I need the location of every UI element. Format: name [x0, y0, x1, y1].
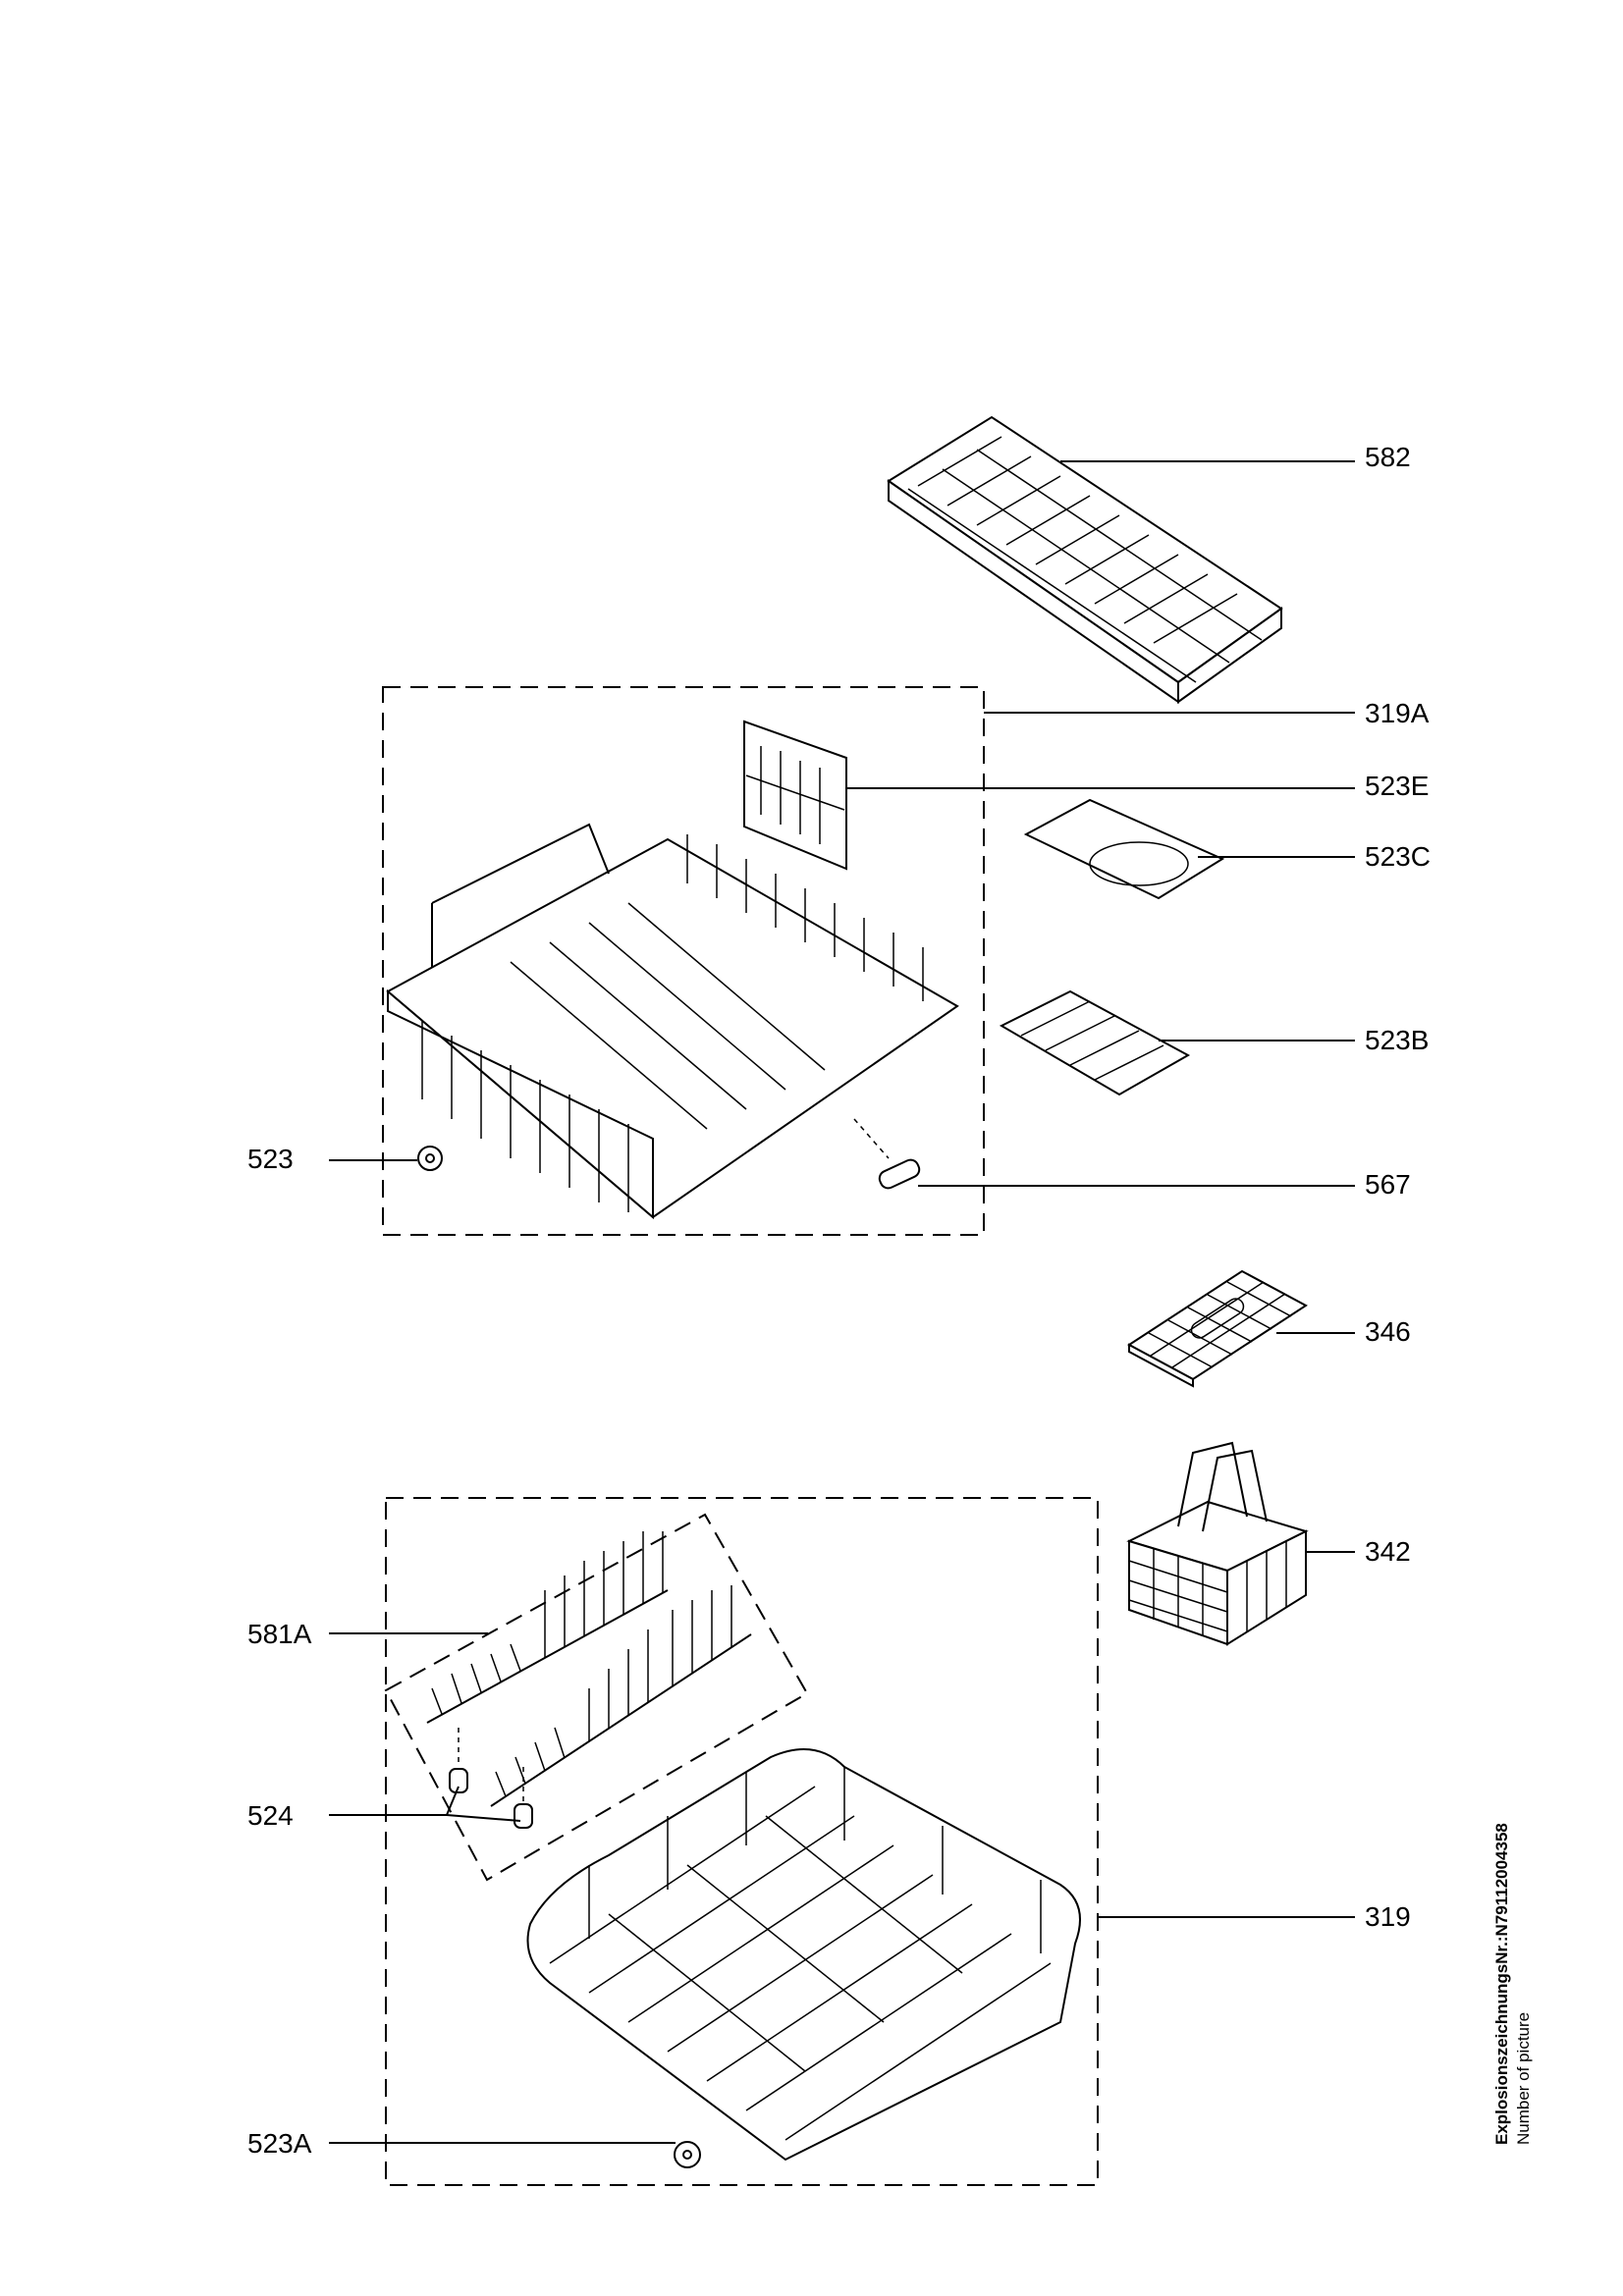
grid-insert-part-346	[1127, 1269, 1308, 1388]
cutlery-basket-part-342	[1126, 1441, 1309, 1646]
upper-basket-assembly-frame	[382, 686, 985, 1236]
number-of-picture-caption: Number of picture	[1514, 2011, 1533, 2145]
label-523E: 523E	[1365, 771, 1429, 801]
rack-insert-part-523C	[1023, 798, 1225, 900]
rack-insert-part-523B	[999, 989, 1191, 1096]
rack-insert-part-523E	[743, 720, 847, 871]
label-582: 582	[1365, 442, 1411, 472]
label-523: 523	[247, 1144, 294, 1174]
label-567: 567	[1365, 1169, 1411, 1200]
label-346: 346	[1365, 1316, 1411, 1347]
upper-basket-part-319A	[386, 823, 959, 1220]
clip-part-524	[449, 1728, 533, 1829]
label-523B: 523B	[1365, 1025, 1429, 1055]
cutlery-tray-part-582	[887, 415, 1283, 704]
leader-lines	[329, 460, 1355, 2144]
clip-part-567	[853, 1118, 921, 1190]
drawing-number-caption: ExplosionszeichnungsNr.:N7911200435​8	[1492, 1823, 1511, 2145]
label-523A: 523A	[247, 2128, 312, 2159]
label-342: 342	[1365, 1536, 1411, 1567]
label-523C: 523C	[1365, 841, 1431, 872]
lower-basket-part-319	[526, 1748, 1081, 2162]
plate-rack-part-581A	[426, 1531, 752, 1807]
wheel-part-523A	[674, 2141, 701, 2168]
label-524: 524	[247, 1800, 294, 1831]
label-319: 319	[1365, 1901, 1411, 1932]
label-319A: 319A	[1365, 698, 1430, 728]
lower-basket-assembly-frame	[385, 1497, 1099, 2186]
label-581A: 581A	[247, 1619, 312, 1649]
wheel-part-523	[417, 1146, 443, 1171]
